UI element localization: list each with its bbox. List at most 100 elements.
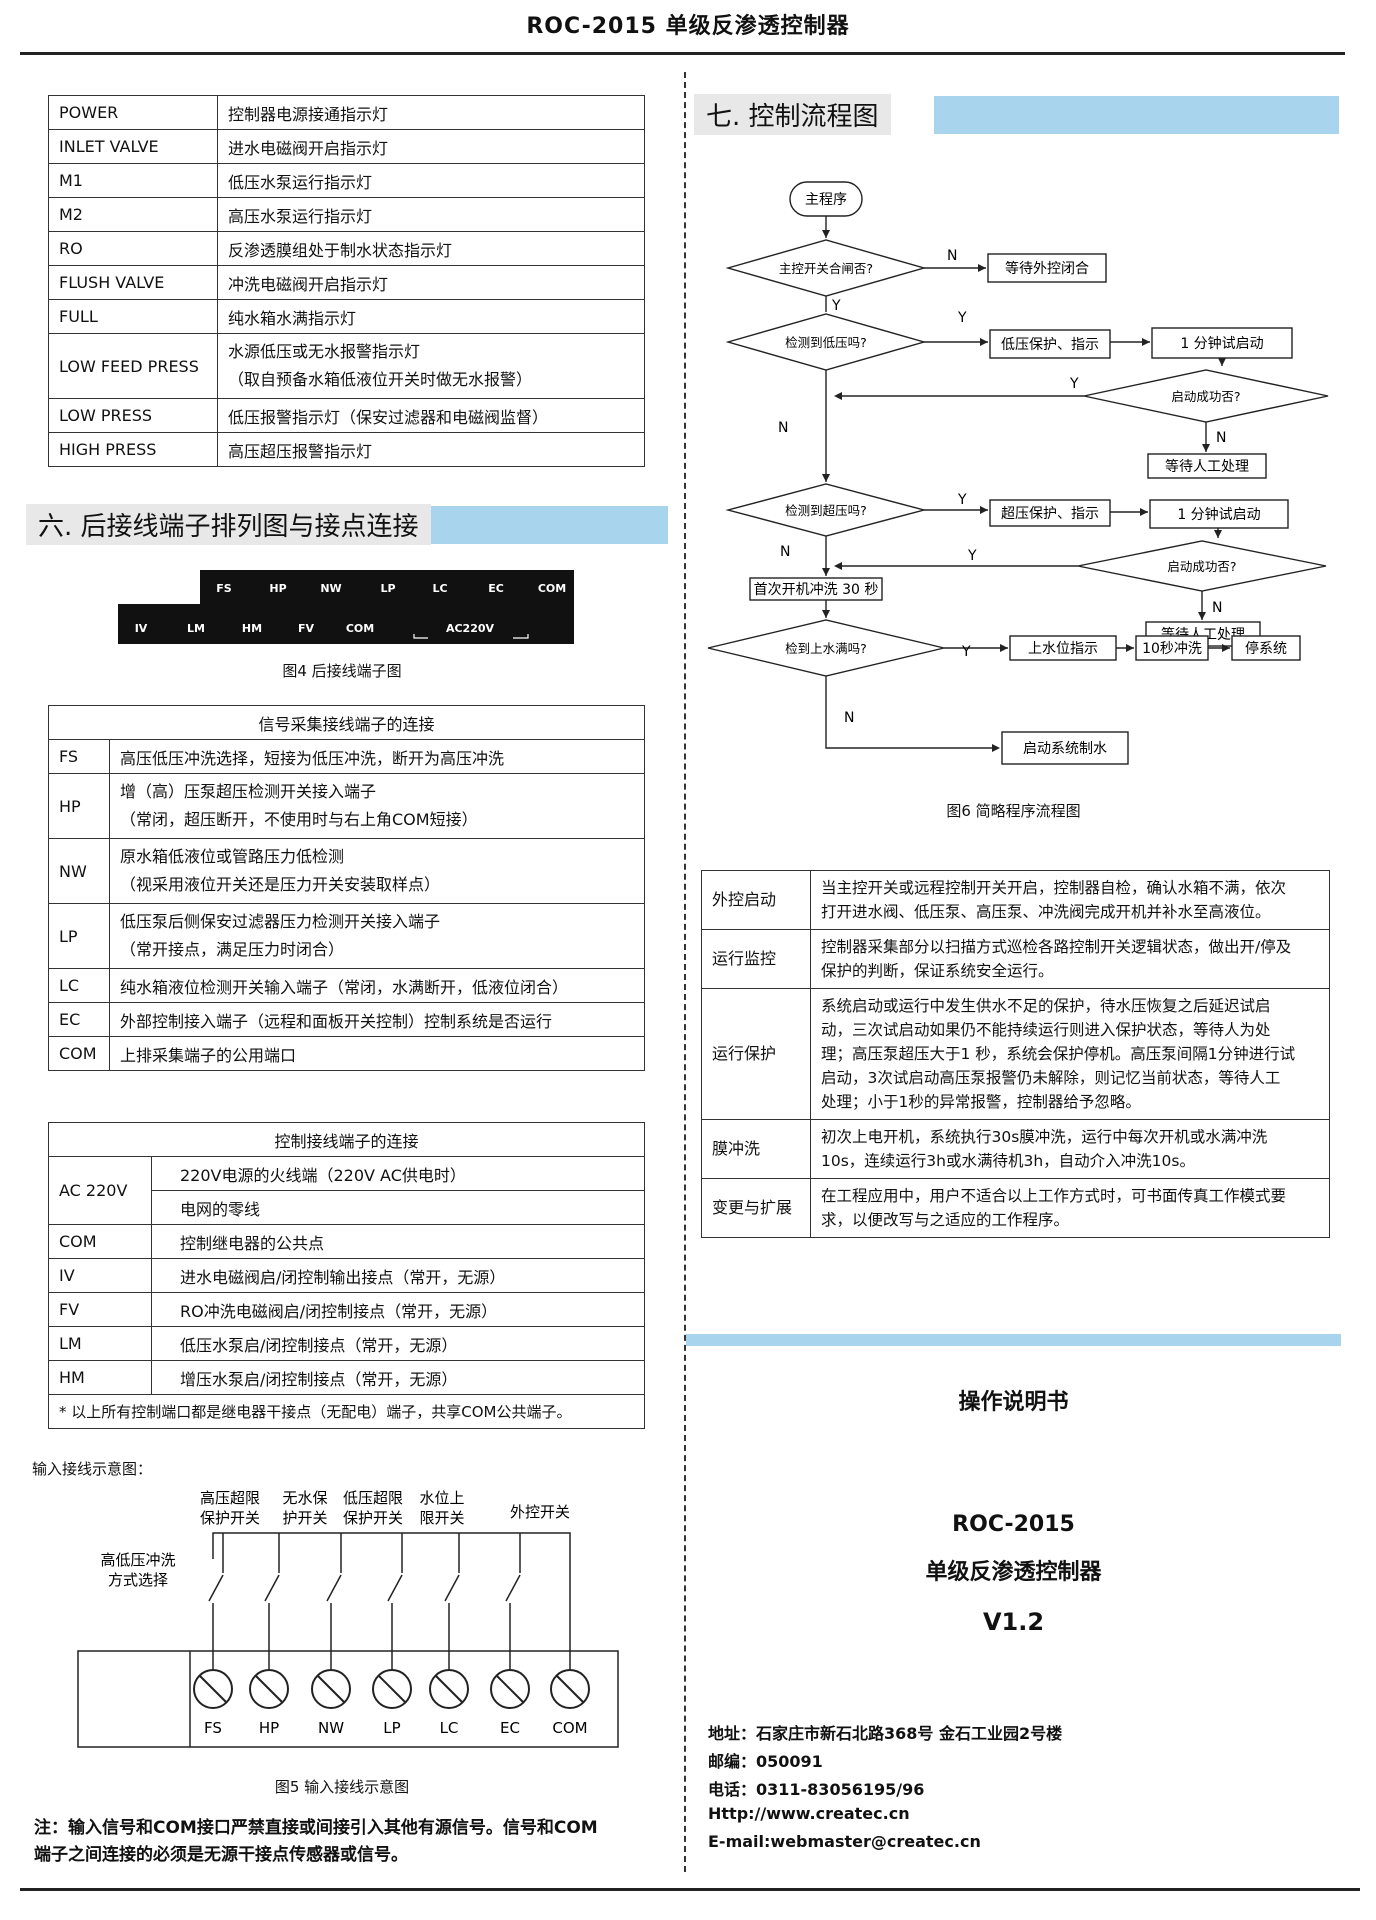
desc-cell: 高压水泵运行指示灯 xyxy=(217,197,645,232)
arrow-head xyxy=(822,568,830,576)
switch-blade xyxy=(444,1574,460,1602)
info-desc-line: 求，以便改写与之适应的工作程序。 xyxy=(821,1211,1070,1229)
terminal-top-label: LC xyxy=(432,582,447,595)
retry1-box-text: 1 分钟试启动 xyxy=(1180,335,1263,352)
signal-row: EC 外部控制接入端子（远程和面板开关控制）控制系统是否运行 xyxy=(48,1002,645,1037)
info-desc: 控制器采集部分以扫描方式巡检各路控制开关逻辑状态，做出开/停及保护的判断，保证系… xyxy=(810,929,1330,989)
desc-cell: 低压报警指示灯（保安过滤器和电磁阀监督） xyxy=(217,398,645,433)
info-key: 变更与扩展 xyxy=(701,1178,811,1238)
terminal-block-body xyxy=(118,570,574,644)
indicator-key: FLUSH VALVE xyxy=(48,265,218,300)
arrow-head xyxy=(1218,358,1226,366)
terminal-top-label: NW xyxy=(320,582,341,595)
lc-switch-label: 限开关 xyxy=(419,1509,464,1527)
ac-bracket-right xyxy=(513,634,529,639)
start-production-box xyxy=(1001,731,1129,765)
desc-cell: 增（高）压泵超压检测开关接入端子（常闭，超压断开，不使用时与右上角COM短接） xyxy=(109,773,645,839)
desc-cell: 控制器电源接通指示灯 xyxy=(217,95,645,130)
info-key: 膜冲洗 xyxy=(701,1119,811,1179)
control-key: AC 220V xyxy=(48,1156,152,1225)
terminal-label: EC xyxy=(500,1719,520,1737)
terminal-top-label: HP xyxy=(269,582,286,595)
flush10-box-text: 10秒冲洗 xyxy=(1142,641,1202,657)
signal-key: EC xyxy=(48,1002,110,1037)
arrow-head xyxy=(1126,644,1134,652)
terminal-top-label: FS xyxy=(216,582,232,595)
yes-label: Y xyxy=(967,548,977,564)
contact-website-link[interactable]: Http://www.createc.cn xyxy=(708,1804,910,1823)
no-label: N xyxy=(780,544,790,560)
wiring-board xyxy=(77,1650,619,1748)
info-desc-line: 10s，连续运行3h或水满待机3h，自动介入冲洗10s。 xyxy=(821,1152,1195,1170)
signal-key: COM xyxy=(48,1036,110,1071)
desc-line: 纯水箱液位检测开关输入端子（常闭，水满断开，低液位闭合） xyxy=(120,977,569,997)
signal-key: HP xyxy=(48,773,110,839)
section7-header: 七. 控制流程图 xyxy=(694,94,1339,135)
no-label: N xyxy=(947,248,957,264)
top-rule xyxy=(20,52,1345,55)
desc-cell: 高压超压报警指示灯 xyxy=(217,432,645,467)
terminal-bottom-label: AC220V xyxy=(446,622,495,635)
arrow-head xyxy=(992,744,1000,752)
signal-key: LC xyxy=(48,968,110,1003)
terminal-label: NW xyxy=(318,1719,344,1737)
start-production-box-text: 启动系统制水 xyxy=(1023,741,1107,757)
yes-label: Y xyxy=(957,492,967,508)
decision-start-ok-2 xyxy=(1077,540,1327,592)
product-model: ROC-2015 xyxy=(952,1512,1075,1537)
desc-line: （常闭，超压断开，不使用时与右上角COM短接） xyxy=(120,810,478,829)
arrow-head xyxy=(1198,612,1206,620)
low-protect-box xyxy=(989,329,1111,359)
indicator-key: HIGH PRESS xyxy=(48,432,218,467)
hp-switch-label: 高压超限 xyxy=(200,1489,260,1507)
screw-slot xyxy=(199,1675,227,1703)
desc-line: 高压低压冲洗选择，短接为低压冲洗，断开为高压冲洗 xyxy=(120,748,505,768)
desc-cell: 原水箱低液位或管路压力低检测（视采用液位开关还是压力开关安装取样点） xyxy=(109,838,645,904)
retry2-box-text: 1 分钟试启动 xyxy=(1177,506,1260,523)
yes-label: Y xyxy=(961,644,971,660)
indicator-key: FULL xyxy=(48,299,218,334)
desc-cell: 高压低压冲洗选择，短接为低压冲洗，断开为高压冲洗 xyxy=(109,739,645,774)
warning-line: 端子之间连接的必须是无源干接点传感器或信号。 xyxy=(34,1845,408,1865)
stop-system-box xyxy=(1231,635,1301,661)
arrow-head xyxy=(980,338,988,346)
section6-header: 六. 后接线端子排列图与接点连接 xyxy=(26,504,668,545)
indicator-row: RO 反渗透膜组处于制水状态指示灯 xyxy=(48,231,645,266)
info-desc-line: 在工程应用中，用户不适合以上工作方式时，可书面传真工作模式要 xyxy=(821,1187,1287,1205)
fig6-caption: 图6 简略程序流程图 xyxy=(946,802,1081,820)
indicator-key: RO xyxy=(48,231,218,266)
desc-line: 外部控制接入端子（远程和面板开关控制）控制系统是否运行 xyxy=(120,1011,553,1031)
section7-title: 七. 控制流程图 xyxy=(694,94,891,135)
arrow-head xyxy=(1140,508,1148,516)
main-program-text: 主程序 xyxy=(805,192,847,208)
info-key: 运行监控 xyxy=(701,929,811,989)
terminal-label: FS xyxy=(204,1719,222,1737)
info-desc-line: 保护的判断，保证系统安全运行。 xyxy=(821,962,1054,980)
desc-line: （取自预备水箱低液位开关时做无水报警） xyxy=(228,370,533,389)
level-indicator-box-text: 上水位指示 xyxy=(1028,641,1098,657)
manual-title: 操作说明书 xyxy=(958,1390,1069,1415)
indicator-key: LOW PRESS xyxy=(48,398,218,433)
input-wiring-diagram: 高低压冲洗方式选择高压超限保护开关无水保护开关低压超限保护开关水位上限开关外控开… xyxy=(77,1489,619,1748)
yes-label: Y xyxy=(1069,376,1079,392)
info-desc-line: 启动，3次试启动高压泵报警仍未解除，则记忆当前状态，等待人工 xyxy=(821,1069,1281,1087)
info-desc: 系统启动或运行中发生供水不足的保护，待水压恢复之后延迟试启动，三次试启动如果仍不… xyxy=(810,988,1330,1120)
bottom-rule xyxy=(20,1888,1360,1891)
control-desc: 增压水泵启/闭控制接点（常开，无源） xyxy=(151,1360,645,1395)
contact-email-link[interactable]: E-mail:webmaster@createc.cn xyxy=(708,1832,981,1851)
desc-line: 反渗透膜组处于制水状态指示灯 xyxy=(228,240,453,260)
arrow-head xyxy=(822,610,830,618)
